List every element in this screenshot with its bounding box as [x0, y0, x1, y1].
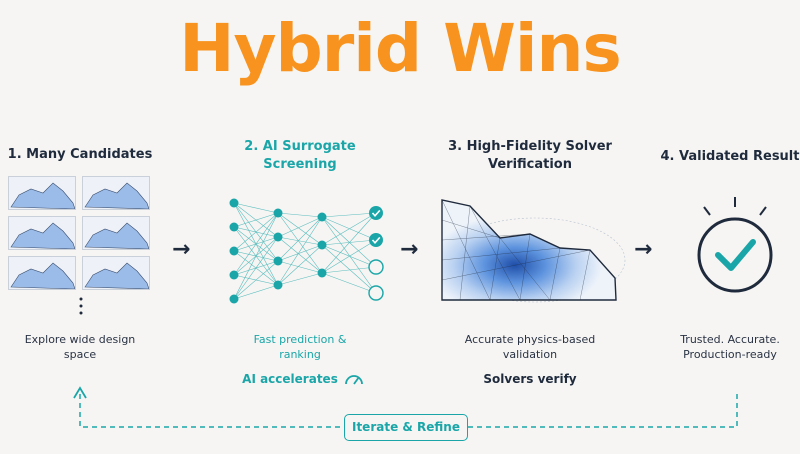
- step1-desc-line1: Explore wide design: [24, 333, 136, 346]
- step1-desc: Explore wide design space: [0, 332, 160, 362]
- step2-title-line2: Screening: [263, 157, 337, 172]
- network-node: [273, 256, 283, 266]
- candidate-thumb: [8, 176, 76, 210]
- mesh-icon: [10, 262, 75, 289]
- mesh-icon: [10, 222, 75, 249]
- candidate-thumb: [82, 176, 150, 210]
- output-check-node: [369, 233, 383, 247]
- step3-desc-line2: validation: [502, 348, 558, 361]
- network-node: [317, 212, 327, 222]
- network-node: [273, 208, 283, 218]
- network-node: [229, 246, 239, 256]
- arrow-right-icon: →: [400, 237, 419, 262]
- step2-title-line1: 2. AI Surrogate: [244, 139, 356, 154]
- step3-title: 3. High-Fidelity Solver Verification: [440, 138, 620, 174]
- iterate-refine-label: Iterate & Refine: [344, 414, 468, 441]
- step2-title: 2. AI Surrogate Screening: [220, 138, 380, 174]
- speedometer-icon: [345, 375, 363, 385]
- step3-tag: Solvers verify: [483, 372, 577, 386]
- check-circle-icon: [697, 197, 773, 293]
- candidate-thumb: [8, 216, 76, 250]
- step3-desc: Accurate physics-based validation: [440, 332, 620, 362]
- candidate-thumb: [8, 256, 76, 290]
- output-empty-node: [368, 259, 384, 275]
- network-node: [317, 268, 327, 278]
- network-node: [273, 232, 283, 242]
- network-node: [229, 294, 239, 304]
- candidate-thumb: [82, 216, 150, 250]
- step2-desc-line1: Fast prediction &: [253, 333, 347, 346]
- page-title: Hybrid Wins: [179, 10, 622, 87]
- step2-desc-line2: ranking: [279, 348, 321, 361]
- arrow-right-icon: →: [172, 237, 191, 262]
- step1-title: 1. Many Candidates: [7, 147, 153, 162]
- mesh-icon: [441, 199, 626, 303]
- output-empty-node: [368, 285, 384, 301]
- candidate-thumb: [82, 256, 150, 290]
- output-check-node: [369, 206, 383, 220]
- step1-desc-line2: space: [63, 348, 97, 361]
- step2-desc: Fast prediction & ranking: [220, 332, 380, 362]
- more-dots-icon: [79, 297, 83, 315]
- network-node: [317, 240, 327, 250]
- mesh-icon: [10, 182, 75, 209]
- step3-title-line1: 3. High-Fidelity Solver: [448, 139, 612, 154]
- network-node: [229, 198, 239, 208]
- network-node: [273, 280, 283, 290]
- step4-desc-line2: Production-ready: [683, 348, 777, 361]
- check-icon: [371, 209, 381, 218]
- mesh-icon: [84, 222, 149, 249]
- neural-network-icon: [229, 198, 384, 304]
- check-icon: [371, 236, 381, 245]
- network-node: [229, 222, 239, 232]
- step2-tag: AI accelerates: [242, 372, 338, 386]
- mesh-icon: [84, 262, 149, 289]
- mesh-icon: [84, 182, 149, 209]
- step4-title: 4. Validated Result: [660, 149, 800, 164]
- network-node: [229, 270, 239, 280]
- step3-title-line2: Verification: [487, 157, 572, 172]
- step4-desc: Trusted. Accurate. Production-ready: [660, 332, 800, 362]
- arrow-right-icon: →: [634, 237, 653, 262]
- step3-desc-line1: Accurate physics-based: [464, 333, 596, 346]
- step4-desc-line1: Trusted. Accurate.: [680, 333, 780, 346]
